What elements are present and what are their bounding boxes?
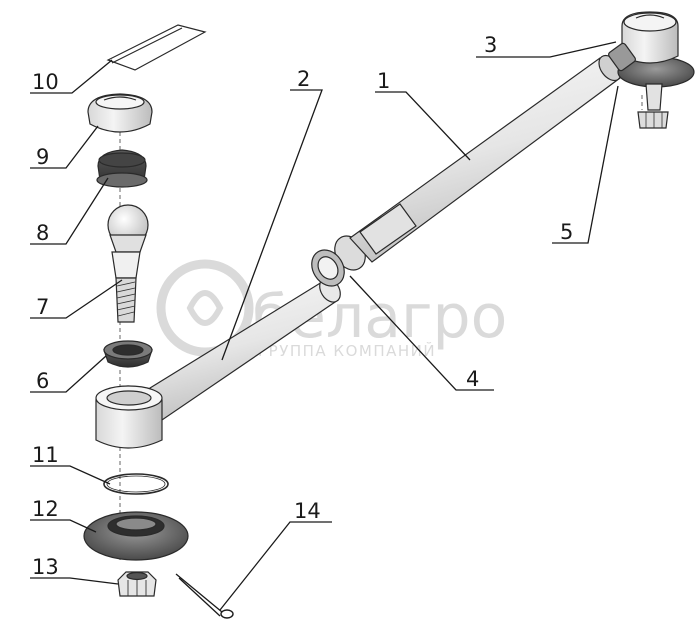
callout-14: 14	[294, 499, 321, 523]
callout-7: 7	[36, 295, 49, 319]
watermark: белагро ГРУППА КОМПАНИЙ	[156, 259, 507, 360]
part-2-short-rod	[95, 277, 341, 449]
callout-13: 13	[32, 555, 59, 579]
part-1-long-rod	[349, 54, 622, 263]
part-12-seal	[83, 511, 189, 561]
callout-2: 2	[297, 67, 310, 91]
part-11-retaining-ring	[103, 473, 169, 495]
callout-labels: 1 2 3 4 5 6 7 8 9 10 11 12 13 14	[32, 33, 573, 579]
part-14-cotter-pin	[175, 573, 234, 619]
callout-6: 6	[36, 369, 49, 393]
callout-4: 4	[466, 367, 479, 391]
part-10-gasket	[106, 24, 207, 71]
part-9-cap	[87, 93, 153, 133]
callout-5: 5	[560, 220, 573, 244]
part-3-ball-joint-upper	[608, 11, 695, 129]
callout-1: 1	[377, 69, 390, 93]
callout-11: 11	[32, 443, 59, 467]
callout-leaders	[30, 41, 619, 611]
part-7-ball-pin	[107, 204, 149, 323]
callout-10: 10	[32, 70, 59, 94]
callout-8: 8	[36, 221, 49, 245]
watermark-subtitle: ГРУППА КОМПАНИЙ	[258, 341, 436, 360]
part-13-castle-nut	[117, 571, 157, 597]
part-4-clamp	[311, 235, 366, 287]
watermark-logo-ring	[156, 259, 254, 357]
watermark-logo-mark	[186, 290, 224, 326]
part-8-boot	[96, 149, 148, 188]
callout-12: 12	[32, 497, 59, 521]
callout-9: 9	[36, 145, 49, 169]
callout-3: 3	[484, 33, 497, 57]
part-6-bushing	[103, 340, 153, 368]
